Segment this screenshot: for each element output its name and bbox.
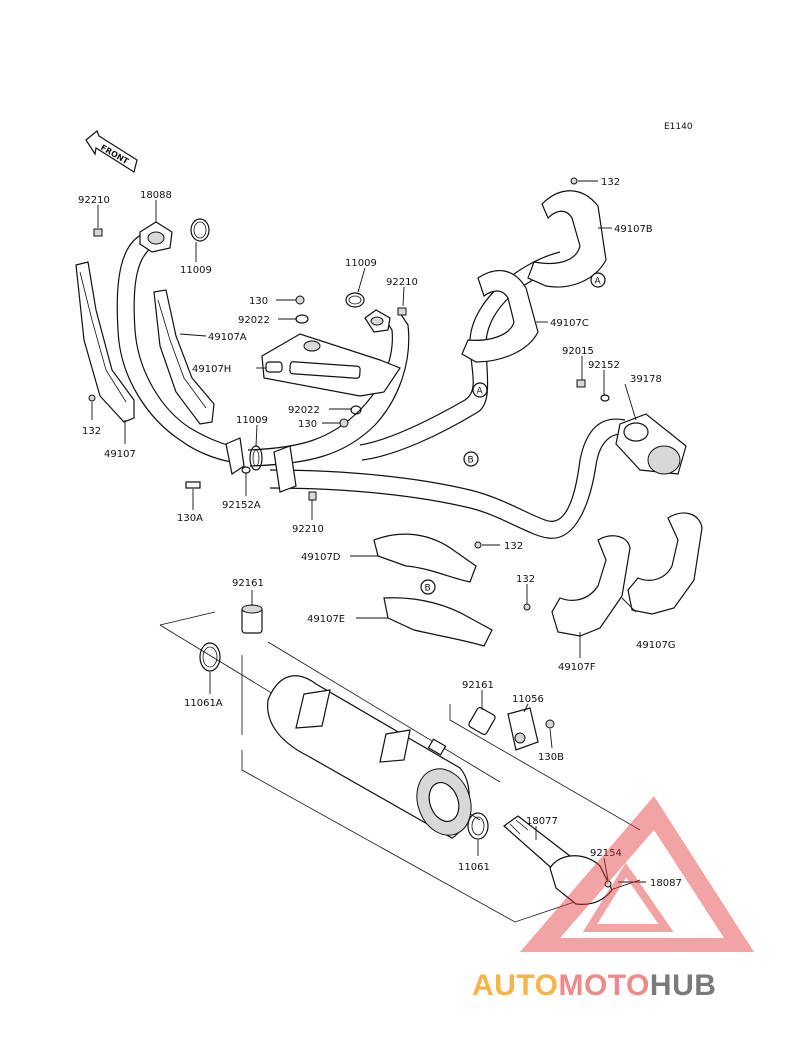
gasket-11009-left [190, 218, 210, 242]
label-92210-mid: 92210 [386, 277, 418, 288]
callout-B-mid: B [463, 451, 479, 467]
bolt-132-top [570, 177, 578, 185]
label-132-left: 132 [82, 426, 101, 437]
svg-text:A: A [595, 277, 602, 287]
nut-92015 [576, 379, 586, 388]
label-11056: 11056 [512, 694, 544, 705]
bolt-132-left [88, 394, 96, 402]
callout-A-top: A [590, 272, 606, 288]
nut-92210-low [308, 491, 317, 501]
label-49107: 49107 [104, 449, 136, 460]
heat-guard-49107F [551, 535, 631, 637]
label-92015: 92015 [562, 346, 594, 357]
watermark-text: AUTOMOTOHUB [472, 969, 716, 1002]
label-11061: 11061 [458, 862, 490, 873]
watermark-hub: HUB [650, 969, 717, 1002]
gasket-11009-mid [345, 292, 365, 308]
gasket-11009-low [249, 445, 263, 471]
washer-92022-top [295, 314, 309, 324]
washer-92022-low [350, 405, 362, 415]
callout-A-mid: A [472, 382, 488, 398]
watermark-logo [520, 796, 754, 952]
watermark-auto: AUTO [472, 969, 558, 1002]
label-49107D: 49107D [301, 552, 341, 563]
label-130-low: 130 [298, 419, 317, 430]
screw-92154 [604, 880, 612, 888]
callout-B-low: B [420, 579, 436, 595]
collector-clamp [273, 445, 297, 493]
label-92152A: 92152A [222, 500, 261, 511]
label-11061A: 11061A [184, 698, 223, 709]
svg-text:B: B [425, 584, 431, 594]
diagram-code: E1140 [664, 122, 693, 132]
label-49107E: 49107E [307, 614, 345, 625]
label-11009-left: 11009 [180, 265, 212, 276]
flange-right-header [364, 309, 391, 333]
bolt-132-right [523, 603, 531, 611]
bolt-130-low [339, 418, 349, 428]
label-49107C: 49107C [550, 318, 589, 329]
bolt-132-mid [474, 541, 482, 549]
heat-guard-49107H [261, 333, 401, 397]
nut-92210-mid [397, 307, 407, 316]
bolt-130A [185, 481, 201, 489]
collar-92161-top [241, 604, 263, 634]
label-18088: 18088 [140, 190, 172, 201]
heat-guard-49107B [527, 190, 607, 288]
heat-guard-49107G [627, 512, 703, 615]
label-92022-top: 92022 [238, 315, 270, 326]
nut-92210-left [93, 228, 103, 237]
label-130B: 130B [538, 752, 564, 763]
bracket-11056 [507, 707, 539, 751]
label-49107A: 49107A [208, 332, 247, 343]
label-18087: 18087 [650, 878, 682, 889]
front-arrow-icon: FRONT [85, 130, 138, 173]
gasket-11061 [467, 812, 489, 840]
label-92161-low: 92161 [462, 680, 494, 691]
bolt-130B [545, 719, 555, 729]
silencer-body [267, 675, 472, 839]
leader-lines [91, 180, 646, 883]
part-labels: 132 49107B 92210 18088 11009 11009 92210… [78, 177, 682, 889]
tail-pipe-39178 [615, 413, 687, 475]
heat-guard-49107A [153, 289, 215, 425]
label-11009-low: 11009 [236, 415, 268, 426]
label-92022-low: 92022 [288, 405, 320, 416]
label-130-top: 130 [249, 296, 268, 307]
label-11009-mid: 11009 [345, 258, 377, 269]
washer-92152 [600, 394, 610, 402]
label-49107G: 49107G [636, 640, 676, 651]
watermark-moto: MOTO [558, 969, 649, 1002]
bolt-130-top [295, 295, 305, 305]
heat-guard-49107D [373, 533, 477, 583]
heat-guard-49107 [75, 261, 135, 423]
label-132-right: 132 [516, 574, 535, 585]
label-92154: 92154 [590, 848, 622, 859]
label-130A: 130A [177, 513, 203, 524]
label-39178: 39178 [630, 374, 662, 385]
label-92210-low: 92210 [292, 524, 324, 535]
label-132-top: 132 [601, 177, 620, 188]
label-92161-top: 92161 [232, 578, 264, 589]
gasket-11061A [199, 642, 221, 672]
label-49107F: 49107F [558, 662, 596, 673]
heat-guard-49107E [383, 597, 493, 647]
label-49107H: 49107H [192, 364, 231, 375]
end-cap-18087 [549, 855, 613, 905]
label-132-mid: 132 [504, 541, 523, 552]
label-92152: 92152 [588, 360, 620, 371]
flange-lower-header [225, 437, 245, 475]
svg-text:A: A [477, 387, 484, 397]
collar-92161-low [468, 706, 496, 736]
label-49107B: 49107B [614, 224, 653, 235]
exhaust-flange-18088 [139, 221, 173, 253]
heat-guard-49107C [461, 270, 539, 363]
washer-92152A [241, 466, 251, 474]
svg-text:B: B [468, 456, 474, 466]
label-92210-left: 92210 [78, 195, 110, 206]
label-18077: 18077 [526, 816, 558, 827]
